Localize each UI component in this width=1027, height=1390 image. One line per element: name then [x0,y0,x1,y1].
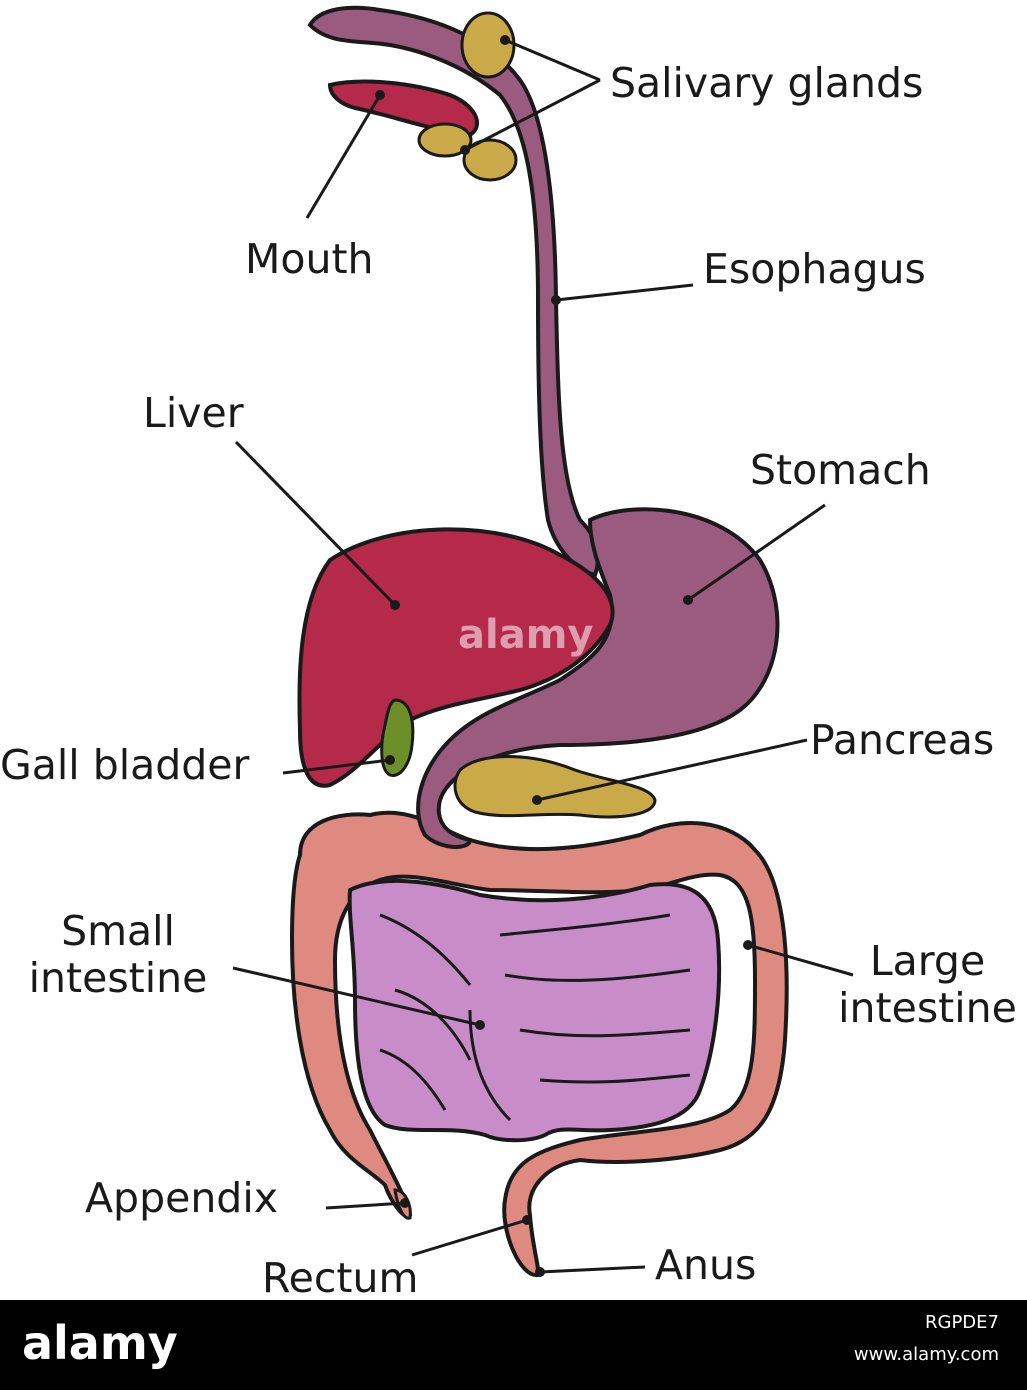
label-large-intestine-line1: Large [869,937,986,985]
footer-logo: alamy [22,1316,178,1370]
footer-image-id: RGPDE7 [925,1312,999,1333]
stomach-shape [416,507,780,849]
label-salivary-glands: Salivary glands [610,59,924,107]
leader-dots [375,35,753,1277]
label-small-intestine: Small intestine [18,907,218,1003]
diagram-illustration [232,5,854,1278]
label-stomach: Stomach [750,446,931,494]
label-pancreas: Pancreas [810,716,995,764]
label-appendix: Appendix [85,1174,278,1222]
label-large-intestine: Large intestine [830,937,1025,1033]
liver-shape [297,527,615,788]
label-liver: Liver [143,389,244,437]
label-large-intestine-line2: intestine [838,984,1017,1033]
salivary-gland-lower-left [417,122,473,158]
label-small-intestine-line2: intestine [28,954,208,1003]
small-intestine-shape [347,878,722,1143]
label-gall-bladder: Gall bladder [0,741,250,789]
esophagus-shape [307,5,600,578]
leader-lines [232,38,854,1274]
label-small-intestine-line1: Small [61,907,175,955]
salivary-gland-upper [460,11,516,79]
label-esophagus: Esophagus [703,245,926,293]
footer-bar: alamy RGPDE7 www.alamy.com [0,1300,1027,1390]
label-mouth: Mouth [245,235,374,283]
digestive-system-diagram: alamy Salivary glands Mouth Esophagus Li… [0,5,1025,1302]
label-anus: Anus [655,1241,757,1289]
pancreas-shape [453,755,657,819]
label-rectum: Rectum [262,1254,419,1302]
salivary-gland-lower-right [462,138,518,182]
footer-url: www.alamy.com [853,1344,999,1365]
watermark: alamy [458,612,594,658]
